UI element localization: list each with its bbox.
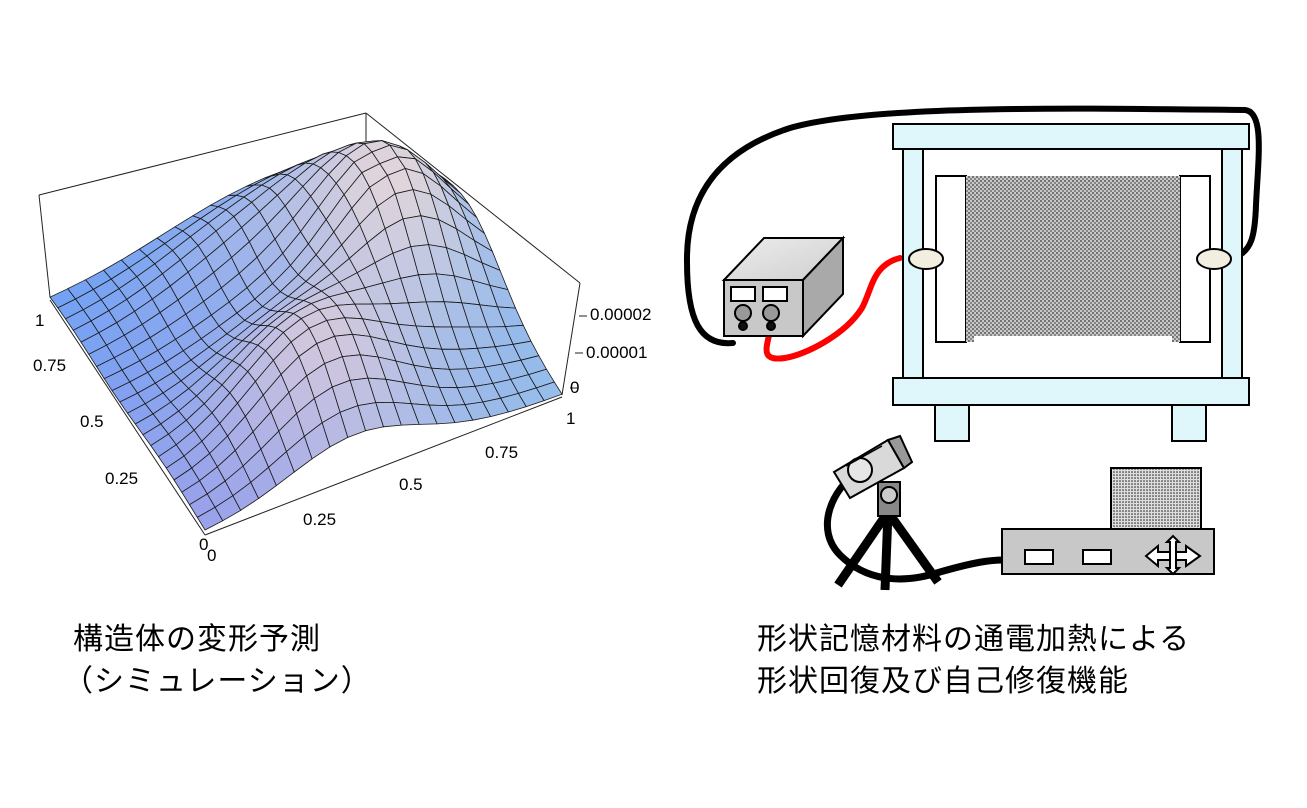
- y-tick-1: 1: [35, 311, 44, 330]
- specimen-mesh-edge-left: [966, 176, 974, 342]
- right-caption: 形状記憶材料の通電加熱による 形状回復及び自己修復機能: [757, 620, 1190, 702]
- x-tick-0: 0: [207, 546, 216, 565]
- test-frame: [892, 123, 1250, 442]
- right-caption-line1: 形状記憶材料の通電加熱による: [757, 622, 1191, 657]
- z-tick-000002: 0.00002: [590, 305, 651, 324]
- y-axis-ticks: 0 0.25 0.5 0.75 1: [33, 311, 208, 554]
- x-tick-05: 0.5: [399, 475, 423, 494]
- x-tick-1: 1: [566, 409, 575, 428]
- z-tick-000001: 0.00001: [586, 343, 647, 362]
- left-caption: 構造体の変形予測 （シミュレーション）: [63, 620, 372, 702]
- surface-plot: 0 0.25 0.5 0.75 1 0 0.25 0.5 0.75 1 0 0.…: [33, 112, 651, 565]
- z-tick-0: 0: [570, 378, 579, 397]
- power-supply: [721, 235, 846, 339]
- specimen-clamps: [908, 175, 1232, 343]
- x-tick-025: 0.25: [303, 510, 336, 529]
- plot-base-edges: [49, 299, 563, 536]
- camera-cable: [823, 466, 1008, 583]
- y-tick-0: 0: [199, 535, 208, 554]
- red-wire: [763, 255, 903, 362]
- y-tick-075: 0.75: [33, 356, 66, 375]
- left-caption-line2: （シミュレーション）: [63, 664, 372, 699]
- left-caption-line1: 構造体の変形予測: [73, 622, 321, 657]
- black-wire: [683, 105, 1262, 347]
- y-tick-05: 0.5: [80, 412, 104, 431]
- experiment-schematic: [683, 105, 1262, 591]
- surface-mesh: [49, 140, 563, 531]
- z-axis-ticks: 0 0.00001 0.00002: [570, 305, 651, 397]
- specimen-mesh: [974, 176, 1172, 336]
- x-tick-075: 0.75: [485, 443, 518, 462]
- recorder-unit: [1001, 467, 1215, 576]
- video-camera: [832, 434, 914, 500]
- plot-bounding-box: [38, 112, 581, 396]
- x-axis-ticks: 0 0.25 0.5 0.75 1: [207, 409, 575, 565]
- specimen-mesh-edge-right: [1172, 176, 1180, 342]
- camera-tripod: [834, 481, 942, 591]
- surface-cell: [535, 381, 563, 402]
- right-caption-line2: 形状回復及び自己修復機能: [757, 664, 1129, 699]
- y-tick-025: 0.25: [105, 469, 138, 488]
